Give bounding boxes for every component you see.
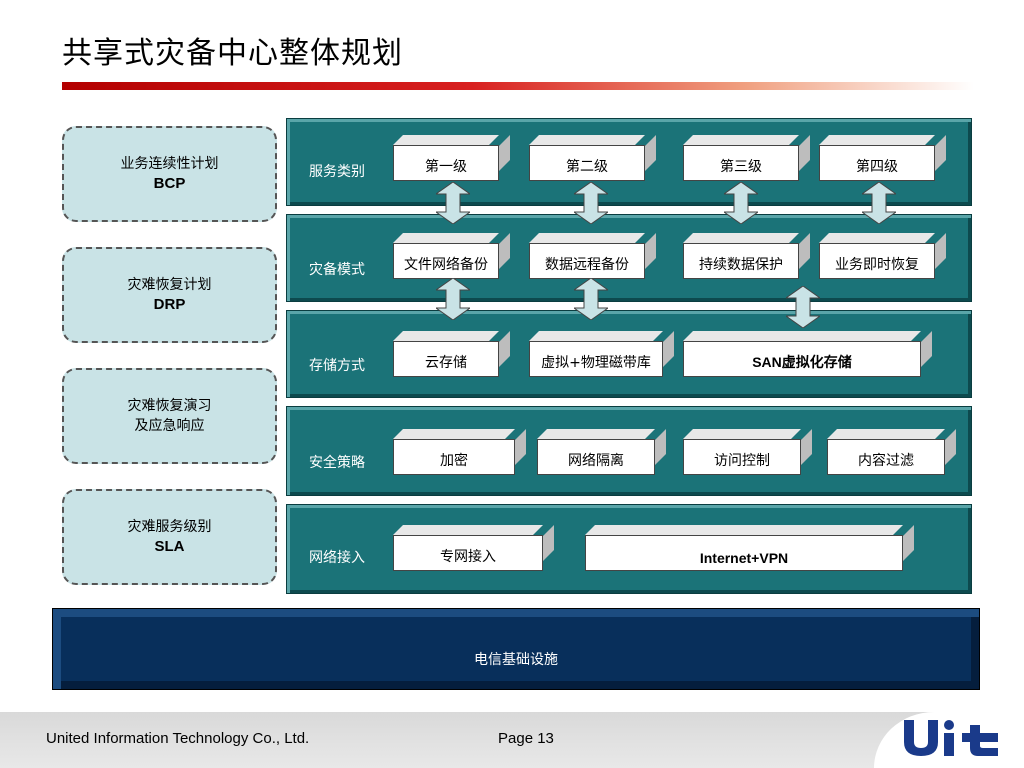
row-storage: 存储方式 云存储 虚拟+物理磁带库 SAN虚拟化存储 (286, 310, 972, 398)
side-item-label: 灾难服务级别 (127, 519, 212, 535)
side-item-label: 灾难恢复计划 (127, 277, 212, 293)
page-title: 共享式灾备中心整体规划 (62, 36, 403, 71)
side-item-abbr: DRP (153, 296, 186, 313)
instant-recovery-box: 业务即时恢复 (819, 243, 935, 279)
page-number: Page 13 (498, 730, 554, 747)
encryption-box: 加密 (393, 439, 515, 475)
row-label: 服务类别 (309, 164, 365, 180)
double-arrow-icon (574, 182, 608, 224)
remote-backup-box: 数据远程备份 (529, 243, 645, 279)
row-label: 网络接入 (309, 550, 365, 566)
footer-company: United Information Technology Co., Ltd. (46, 730, 310, 747)
row-label: 灾备模式 (309, 262, 365, 278)
service-level-1-box: 第一级 (393, 145, 499, 181)
san-storage-box: SAN虚拟化存储 (683, 341, 921, 377)
side-item-abbr: BCP (153, 175, 186, 192)
row-security: 安全策略 加密 网络隔离 访问控制 内容过滤 (286, 406, 972, 496)
company-logo (904, 720, 998, 756)
row-service-class: 服务类别 第一级 第二级 第三级 第四级 (286, 118, 972, 206)
title-underline (62, 82, 974, 90)
infrastructure-band: 电信基础设施 (52, 608, 980, 690)
double-arrow-icon (436, 278, 470, 320)
network-isolation-box: 网络隔离 (537, 439, 655, 475)
private-line-box: 专网接入 (393, 535, 543, 571)
access-control-box: 访问控制 (683, 439, 801, 475)
content-filter-box: 内容过滤 (827, 439, 945, 475)
side-item-bcp: 业务连续性计划 BCP (62, 126, 277, 222)
file-backup-box: 文件网络备份 (393, 243, 499, 279)
side-item-label: 业务连续性计划 (120, 156, 219, 172)
cdp-box: 持续数据保护 (683, 243, 799, 279)
row-network-access: 网络接入 专网接入 Internet+VPN (286, 504, 972, 594)
cloud-storage-box: 云存储 (393, 341, 499, 377)
service-level-3-box: 第三级 (683, 145, 799, 181)
service-level-4-box: 第四级 (819, 145, 935, 181)
side-item-drp: 灾难恢复计划 DRP (62, 247, 277, 343)
double-arrow-icon (724, 182, 758, 224)
double-arrow-icon (574, 278, 608, 320)
side-item-label-2: 及应急响应 (134, 418, 205, 434)
internet-vpn-box: Internet+VPN (585, 535, 903, 571)
footer-bar (0, 712, 1024, 768)
side-item-abbr: SLA (154, 538, 185, 555)
double-arrow-icon (862, 182, 896, 224)
side-item-label: 灾难恢复演习 (127, 398, 212, 414)
side-item-sla: 灾难服务级别 SLA (62, 489, 277, 585)
double-arrow-icon (436, 182, 470, 224)
row-backup-mode: 灾备模式 文件网络备份 数据远程备份 持续数据保护 业务即时恢复 (286, 214, 972, 302)
tape-library-box: 虚拟+物理磁带库 (529, 341, 663, 377)
service-level-2-box: 第二级 (529, 145, 645, 181)
row-label: 安全策略 (309, 455, 365, 471)
infrastructure-label: 电信基础设施 (474, 652, 558, 668)
row-label: 存储方式 (309, 358, 365, 374)
double-arrow-icon (786, 286, 820, 328)
side-item-drill: 灾难恢复演习 及应急响应 (62, 368, 277, 464)
